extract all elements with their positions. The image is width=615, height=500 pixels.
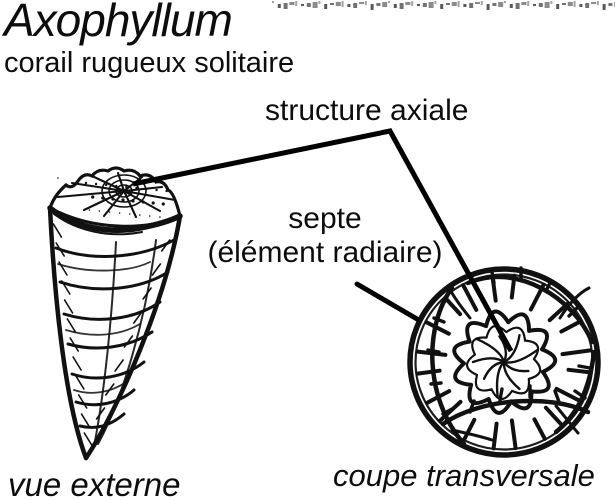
external-view-caption: vue externe	[8, 466, 181, 500]
cropped-text-artifact	[272, 1, 615, 10]
axial-structure-label: structure axiale	[265, 94, 469, 127]
diagram-title: Axophyllum	[4, 0, 233, 46]
coral-external-view-drawing	[47, 166, 183, 461]
coral-cross-section-drawing	[407, 266, 601, 458]
structure-axiale-pointer-line	[132, 128, 514, 353]
septum-label-line1: septe	[288, 202, 362, 235]
septum-label: septe (élément radiaire)	[193, 202, 457, 270]
septe-pointer-line	[354, 281, 420, 322]
septum-label-line2: (élément radiaire)	[207, 236, 443, 269]
diagram-subtitle: corail rugueux solitaire	[4, 47, 295, 79]
cross-section-caption: coupe transversale	[333, 458, 595, 493]
